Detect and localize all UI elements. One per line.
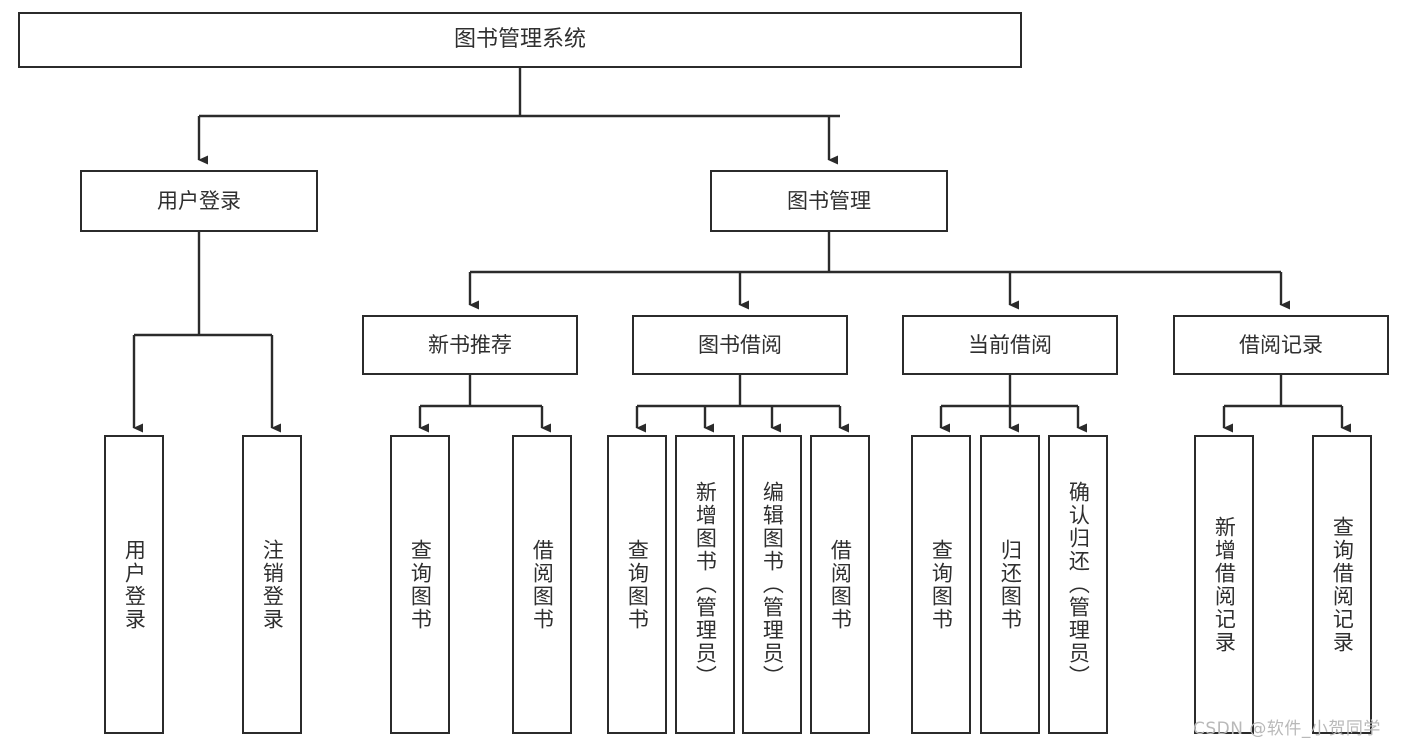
leaf-query-book-borrow[interactable]: 查询图书 (607, 435, 667, 734)
leaf-add-book-admin[interactable]: 新增图书（管理员） (675, 435, 735, 734)
watermark: CSDN @软件_小贺同学 (1193, 719, 1381, 739)
node-borrow-record[interactable]: 借阅记录 (1173, 315, 1389, 375)
node-current-borrow[interactable]: 当前借阅 (902, 315, 1118, 375)
leaf-return-book[interactable]: 归还图书 (980, 435, 1040, 734)
leaf-query-book-recommend[interactable]: 查询图书 (390, 435, 450, 734)
node-new-book-recommend[interactable]: 新书推荐 (362, 315, 578, 375)
leaf-user-logout[interactable]: 注销登录 (242, 435, 302, 734)
leaf-borrow-book-recommend[interactable]: 借阅图书 (512, 435, 572, 734)
node-book-borrow[interactable]: 图书借阅 (632, 315, 848, 375)
leaf-query-borrow-record[interactable]: 查询借阅记录 (1312, 435, 1372, 734)
leaf-query-book-current[interactable]: 查询图书 (911, 435, 971, 734)
node-root-system[interactable]: 图书管理系统 (18, 12, 1022, 68)
leaf-borrow-book[interactable]: 借阅图书 (810, 435, 870, 734)
leaf-confirm-return-admin[interactable]: 确认归还（管理员） (1048, 435, 1108, 734)
node-user-login[interactable]: 用户登录 (80, 170, 318, 232)
leaf-add-borrow-record[interactable]: 新增借阅记录 (1194, 435, 1254, 734)
node-book-management[interactable]: 图书管理 (710, 170, 948, 232)
leaf-user-login[interactable]: 用户登录 (104, 435, 164, 734)
leaf-edit-book-admin[interactable]: 编辑图书（管理员） (742, 435, 802, 734)
